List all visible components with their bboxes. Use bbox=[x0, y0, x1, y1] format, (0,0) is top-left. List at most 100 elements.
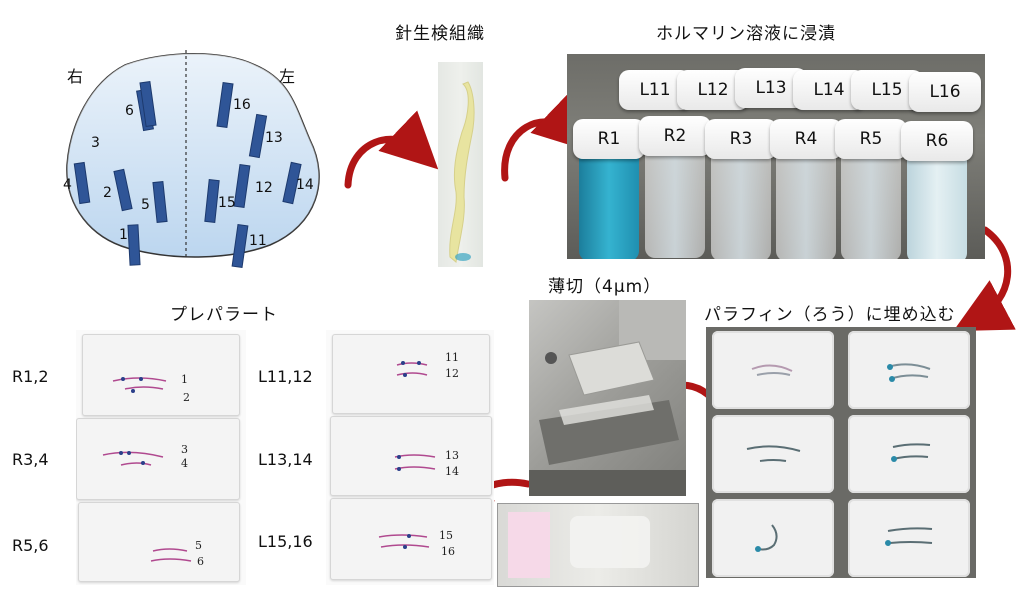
slide-r34-tissue bbox=[102, 451, 164, 466]
section-slide-photo bbox=[497, 503, 699, 587]
vial-cap-r3: R3 bbox=[705, 119, 777, 159]
title-slides: プレパラート bbox=[170, 305, 278, 325]
vial-r4: R4 bbox=[770, 119, 842, 259]
label-left-side: 左 bbox=[279, 67, 296, 86]
arrow-to-paraffin bbox=[953, 226, 1016, 332]
core-label-14: 14 bbox=[296, 177, 314, 193]
biopsy-core-photo bbox=[438, 62, 483, 267]
slide-label-l1112: L11,12 bbox=[258, 367, 313, 386]
cassette-3-tissue bbox=[746, 445, 801, 462]
paraffin-section bbox=[570, 516, 650, 568]
core-label-11: 11 bbox=[249, 233, 267, 249]
core-1 bbox=[127, 224, 141, 266]
core-16 bbox=[216, 81, 234, 129]
vial-cap-r6: R6 bbox=[901, 121, 973, 161]
slide-r12: 1 2 bbox=[82, 334, 240, 416]
core-label-12: 12 bbox=[255, 180, 273, 196]
vial-r5: R5 bbox=[835, 119, 907, 259]
core-label-15: 15 bbox=[218, 195, 236, 211]
slide-r12-mark-2: 2 bbox=[183, 391, 190, 404]
slides-right-photo: 1 2 3 4 5 6 bbox=[76, 330, 246, 585]
slide-l1112-tissue bbox=[396, 361, 428, 377]
title-biopsy: 針生検組織 bbox=[395, 24, 485, 44]
cassette-3 bbox=[712, 415, 834, 493]
slide-frosted-label bbox=[508, 512, 550, 578]
core-11 bbox=[231, 223, 249, 269]
core-label-13: 13 bbox=[265, 130, 283, 146]
slide-l1516: 15 16 bbox=[330, 498, 492, 580]
core-4 bbox=[73, 161, 91, 205]
slide-l1314-mark-14: 14 bbox=[445, 465, 459, 478]
arrow-to-biopsy bbox=[344, 110, 439, 189]
paraffin-blocks-photo bbox=[706, 327, 976, 578]
slide-label-r12: R1,2 bbox=[12, 367, 49, 386]
vial-r2: R2 bbox=[639, 116, 711, 258]
slide-r56-mark-5: 5 bbox=[195, 539, 202, 552]
core-label-6: 6 bbox=[125, 103, 134, 119]
slide-r56-tissue bbox=[150, 548, 192, 562]
slide-label-r34: R3,4 bbox=[12, 450, 49, 469]
vial-jar-r5 bbox=[841, 153, 901, 259]
vial-r6: R6 bbox=[901, 121, 973, 259]
slides-left-photo: 11 12 13 14 15 16 bbox=[326, 330, 494, 585]
vial-jar-r4 bbox=[776, 153, 836, 259]
formalin-vials-photo: L11 L12 L13 L14 L15 L16 R1 R2 R3 R4 R5 R… bbox=[567, 54, 985, 259]
vial-jar-r3 bbox=[711, 153, 771, 259]
cassette-6 bbox=[848, 499, 970, 577]
slide-label-l1516: L15,16 bbox=[258, 532, 313, 551]
slide-r34-mark-4: 4 bbox=[181, 457, 188, 470]
slide-l1112: 11 12 bbox=[332, 334, 490, 414]
cassette-6-tissue bbox=[885, 527, 933, 546]
core-2 bbox=[113, 168, 133, 212]
cassette-4-tissue bbox=[891, 443, 931, 462]
core-14 bbox=[282, 161, 302, 205]
slide-l1516-mark-16: 16 bbox=[441, 545, 455, 558]
vial-cap-l16: L16 bbox=[909, 72, 981, 112]
core-label-3: 3 bbox=[91, 135, 100, 151]
prostate-diagram: 右 左 1 2 3 4 5 6 11 12 13 14 15 16 bbox=[55, 45, 335, 275]
vial-cap-r1: R1 bbox=[573, 119, 645, 159]
vial-cap-r5: R5 bbox=[835, 119, 907, 159]
biopsy-tissue bbox=[449, 81, 475, 263]
vial-jar-r1 bbox=[579, 153, 639, 259]
prostate-outline bbox=[66, 50, 320, 269]
slide-label-r56: R5,6 bbox=[12, 536, 49, 555]
cassette-1 bbox=[712, 331, 834, 409]
slide-r56: 5 6 bbox=[78, 502, 240, 582]
slide-r12-tissue bbox=[112, 377, 167, 393]
core-label-5: 5 bbox=[141, 197, 150, 213]
core-label-16: 16 bbox=[233, 97, 251, 113]
core-13 bbox=[248, 113, 268, 159]
slide-r34-mark-3: 3 bbox=[181, 443, 188, 456]
label-right-side: 右 bbox=[67, 67, 84, 86]
cassette-4 bbox=[848, 415, 970, 493]
microtome-photo bbox=[529, 300, 686, 496]
slide-l1112-mark-11: 11 bbox=[445, 351, 459, 364]
core-6 bbox=[139, 80, 157, 128]
slide-r56-mark-6: 6 bbox=[197, 555, 204, 568]
vial-r1: R1 bbox=[573, 119, 645, 259]
slide-r12-mark-1: 1 bbox=[181, 373, 188, 386]
core-label-4: 4 bbox=[63, 177, 72, 193]
microtome-drawing bbox=[529, 300, 686, 496]
slide-l1516-tissue bbox=[378, 534, 430, 549]
cassette-2-tissue bbox=[887, 363, 931, 382]
cassette-2 bbox=[848, 331, 970, 409]
vial-jar-r2 bbox=[645, 150, 705, 258]
slide-l1112-mark-12: 12 bbox=[445, 367, 459, 380]
core-label-2: 2 bbox=[103, 185, 112, 201]
cassette-1-tissue bbox=[751, 364, 793, 376]
title-formalin: ホルマリン溶液に浸漬 bbox=[656, 24, 836, 44]
title-section: 薄切（4μm） bbox=[548, 277, 662, 297]
cassette-5-tissue bbox=[755, 524, 778, 552]
vial-r3: R3 bbox=[705, 119, 777, 259]
core-15 bbox=[204, 179, 220, 223]
slide-r34: 3 4 bbox=[76, 418, 240, 500]
slide-l1314-tissue bbox=[394, 454, 436, 471]
core-12 bbox=[233, 163, 251, 209]
vial-jar-r6 bbox=[907, 155, 967, 259]
slide-label-l1314: L13,14 bbox=[258, 450, 313, 469]
slide-l1314: 13 14 bbox=[330, 416, 492, 496]
vial-cap-r4: R4 bbox=[770, 119, 842, 159]
core-5 bbox=[152, 181, 168, 223]
